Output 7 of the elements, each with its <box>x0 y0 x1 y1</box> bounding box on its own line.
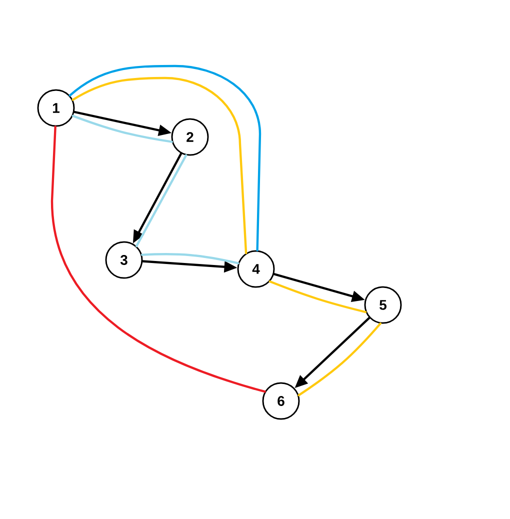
connector-line <box>72 76 248 254</box>
connector-line <box>68 64 262 252</box>
connector-line <box>50 126 266 393</box>
connector-line <box>72 114 173 143</box>
connector-line <box>298 322 382 396</box>
connector-line <box>268 280 367 314</box>
connector-line <box>140 253 240 264</box>
